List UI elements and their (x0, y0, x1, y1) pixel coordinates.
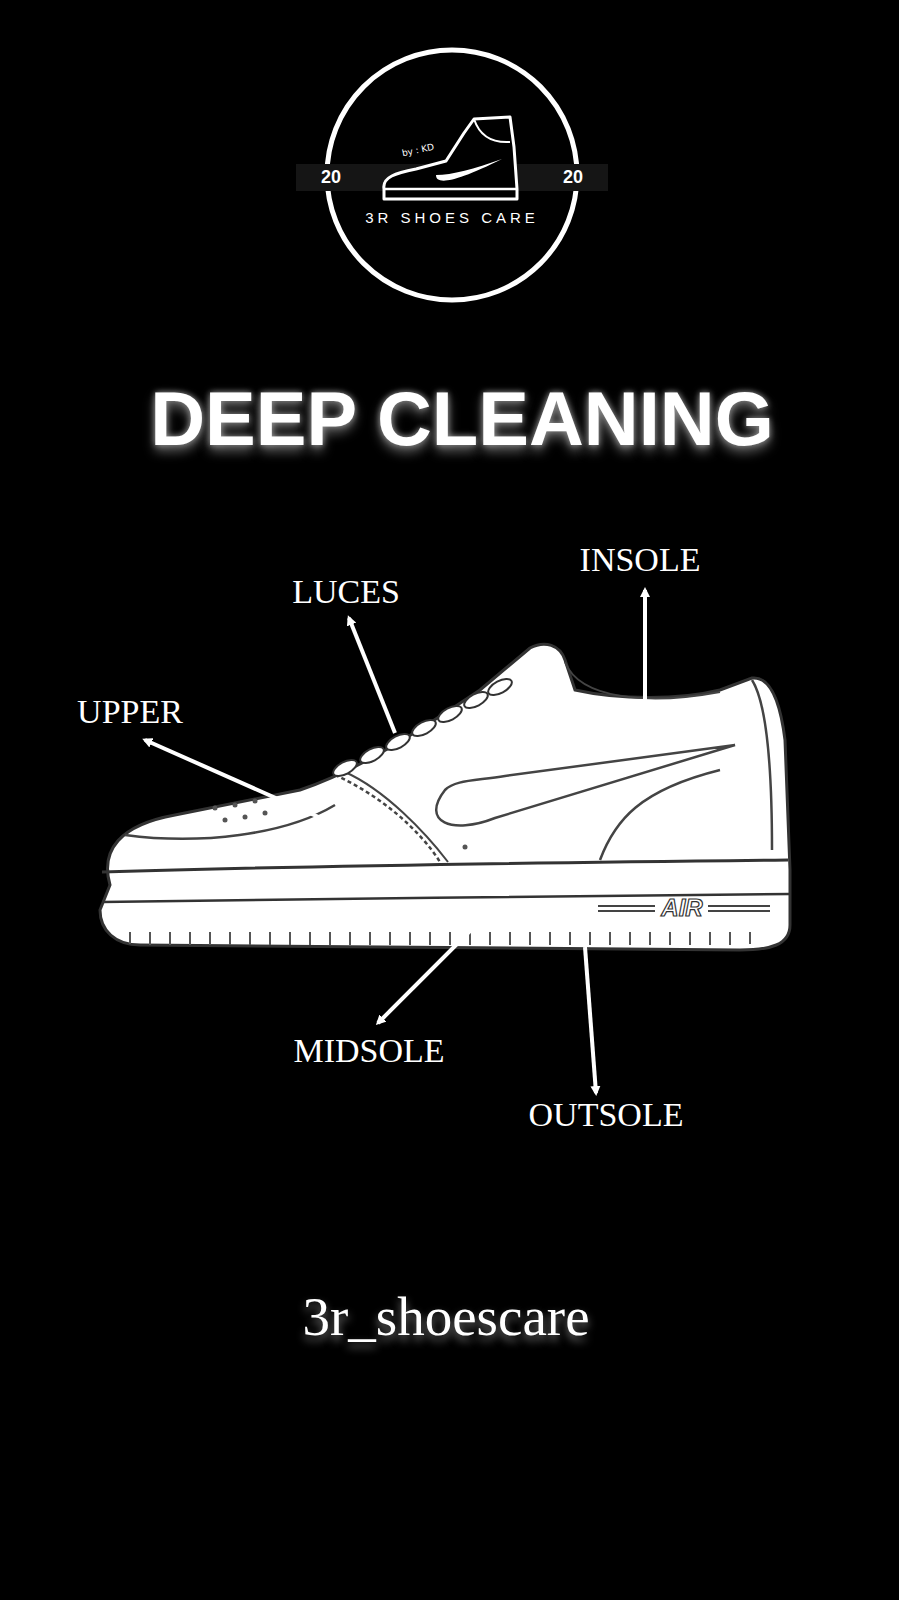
part-label: MIDSOLE (293, 1032, 444, 1070)
brand-name: 3R SHOES CARE (365, 209, 539, 226)
part-label: LUCES (292, 573, 400, 611)
part-label: INSOLE (580, 541, 701, 579)
logo-circle: by : KD 20 20 3R SHOES CARE (324, 47, 580, 303)
leader-arrows (145, 590, 645, 1093)
logo-shoe-icon (384, 117, 517, 199)
part-label: UPPER (77, 693, 183, 731)
sneaker-drawing (100, 644, 790, 950)
shoe-branding: AIR (661, 894, 702, 922)
logo-outline (324, 47, 580, 303)
account-handle: 3r_shoescare (302, 1285, 589, 1348)
year-half: 20 (563, 167, 583, 188)
year-half: 20 (321, 167, 341, 188)
logo-shoe-collar (474, 119, 510, 142)
maker-credit: by : KD (401, 142, 435, 159)
logo-shoe-sole (384, 188, 517, 191)
diagram-title: DEEP CLEANING (150, 375, 774, 462)
logo-swoosh (436, 159, 502, 181)
part-label: OUTSOLE (529, 1096, 684, 1134)
